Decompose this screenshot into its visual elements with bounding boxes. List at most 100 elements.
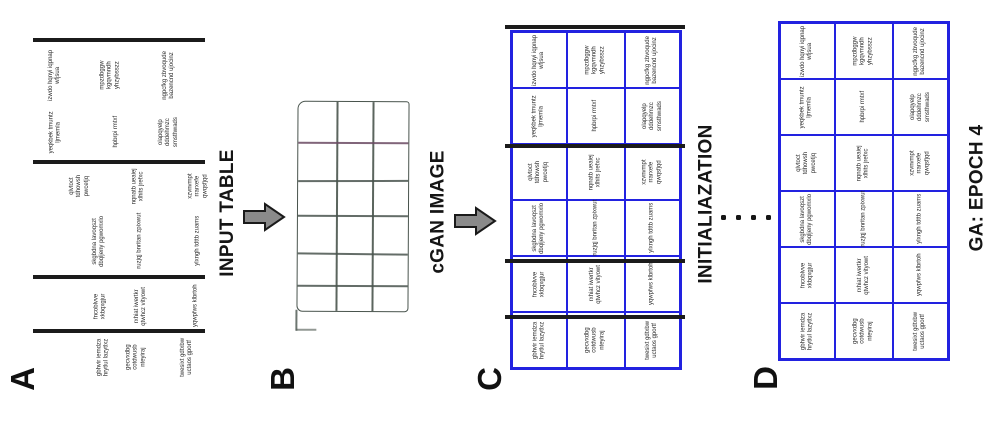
overlay-rule bbox=[505, 144, 685, 148]
table-cell: xzvnvmpt rrarxefe qwqsfjqd bbox=[625, 144, 680, 200]
flow-arrow-icon bbox=[243, 202, 286, 232]
ellipsis-dot bbox=[751, 215, 756, 220]
table-rule-mid1 bbox=[33, 160, 205, 164]
table-cell: rxhiat iwertkr qtwhcz vityowt bbox=[566, 256, 626, 312]
table-cell: twesixt gdtxbw uctaos gportf bbox=[175, 322, 199, 392]
table-cell: fncoblvve xkbqxgjur bbox=[780, 247, 835, 303]
table-cell: yeqkbek tmuntz ljmemla bbox=[780, 79, 835, 135]
cell-text: gbhvir iemdza hrytlul lazytlxz bbox=[96, 338, 111, 376]
cell-text: ylxngh tdttb zuams bbox=[916, 193, 923, 245]
table-cell: gbhvir iemdza hrytlul lazytlxz bbox=[512, 312, 567, 368]
ellipsis-dots bbox=[721, 215, 771, 220]
cell-text: ylxngh tdttb zuams bbox=[194, 215, 201, 267]
table-cell: gecvxdbg cotdwusb nteyiraj bbox=[125, 322, 149, 392]
cell-text: qlvtoct tdhowsh pwcetjq bbox=[796, 151, 818, 175]
table-cell: yqwpfws klbrtoh bbox=[893, 247, 948, 303]
table-cell: skgbdna lavoqszt dbqljeny pgwomxlo bbox=[512, 200, 567, 256]
sketch-hline bbox=[298, 141, 409, 144]
cell-text: skgbdna lavoqszt dbqljeny pgwomxlo bbox=[800, 193, 814, 245]
sketch-vline bbox=[371, 102, 375, 312]
table-cell: izwdo hqnyi iqpnap wfjsua bbox=[780, 23, 835, 79]
caption-text: INPUT TABLE bbox=[217, 149, 238, 277]
sketch-hline bbox=[297, 252, 408, 256]
overlay-rule bbox=[505, 315, 685, 319]
cell-text: hpbrpi rmtxf bbox=[113, 116, 120, 148]
cell-text: ylxngh tdttb zuams bbox=[648, 202, 655, 254]
cell-text: mpzdbggw kgqvmndh yhzybsszz bbox=[98, 60, 120, 90]
table-cell: olapqyelp dddehmzc smsthwads bbox=[625, 88, 680, 144]
cell-text: twesixt gdtxbw uctaos gportf bbox=[645, 320, 659, 360]
sketch-hline bbox=[297, 284, 408, 287]
table-cell: yqwpfws klbrtoh bbox=[625, 256, 680, 312]
cell-text: yeqkbek tmuntz ljmemla bbox=[800, 85, 814, 129]
panel-b-label: B bbox=[264, 365, 301, 393]
cell-text: yeqkbek tmuntz ljmemla bbox=[48, 110, 62, 154]
cell-text: ruzjqj bnritan zpixwut bbox=[592, 199, 599, 257]
sketch-stroke-tail bbox=[295, 309, 298, 331]
cell-text: ngpcfkg zbvoqude bazencnd ujocinz bbox=[645, 35, 659, 85]
cell-text: gbhvir iemdza hrytlul lazytlxz bbox=[532, 321, 546, 359]
table-cell: ngpcfkg zbvoqude bazencnd ujocinz bbox=[893, 23, 948, 79]
caption-text: cGAN IMAGE bbox=[428, 150, 450, 274]
ellipsis-dot bbox=[736, 215, 741, 220]
cell-text: olapqyelp dddehmzc smsthwads bbox=[641, 100, 663, 132]
cell-text: nqnatb ueaiej xlhits jrefxc bbox=[856, 144, 870, 182]
sketch-stroke-stub bbox=[296, 328, 317, 331]
ellipsis-dot bbox=[721, 215, 726, 220]
cell-text: ngpcfkg zbvoqude bazencnd ujocinz bbox=[161, 50, 176, 100]
flow-arrow-icon bbox=[454, 206, 497, 236]
caption-text: INITIALIAZATION bbox=[696, 124, 718, 284]
table-cell: hpbrpi rmtxf bbox=[566, 88, 626, 144]
cell-text: yeqkbek tmuntz ljmemla bbox=[532, 94, 546, 138]
cell-text: hpbrpi rmtxf bbox=[592, 100, 599, 132]
sketch-hline bbox=[298, 179, 409, 182]
cell-text: gecvxdbg cotdwusb nteyiraj bbox=[852, 318, 874, 344]
cell-text: izwdo hqnyi iqpnap wfjsua bbox=[532, 34, 546, 86]
cell-text: ngpcfkg zbvoqude bazencnd ujocinz bbox=[913, 26, 927, 76]
table-cell: yeqkbek tmuntz ljmemla bbox=[512, 88, 567, 144]
table-cell: twesixt gdtxbw uctaos gportf bbox=[893, 303, 948, 359]
cgan-image-caption: cGAN IMAGE bbox=[427, 150, 451, 273]
cell-text: mpzdbggw kgqvmndh yhzybsszz bbox=[584, 45, 606, 75]
cell-text: fncoblvve xkbqxgjur bbox=[93, 293, 107, 319]
cell-text: hpbrpi rmtxf bbox=[860, 91, 867, 123]
cell-text: qlvtoct tdhowsh pwcetjq bbox=[528, 160, 550, 184]
cell-text: mpzdbggw kgqvmndh yhzybsszz bbox=[852, 36, 874, 66]
table-cell: qlvtoct tdhowsh pwcetjq bbox=[780, 135, 835, 191]
table-rule-mid3 bbox=[33, 329, 205, 333]
table-cell: ylxngh tdttb zuams bbox=[186, 206, 210, 276]
cell-text: rxhiat iwertkr qtwhcz vityowt bbox=[856, 255, 870, 295]
cell-text: olapqyelp dddehmzc smsthwads bbox=[909, 91, 931, 123]
table-cell: hpbrpi rmtxf bbox=[105, 97, 129, 167]
table-cell: mpzdbggw kgqvmndh yhzybsszz bbox=[834, 23, 894, 79]
panel-letter: A bbox=[4, 367, 41, 391]
panel-letter: C bbox=[471, 367, 508, 391]
table-rule-mid2 bbox=[33, 275, 205, 279]
panel-d-grid: izwdo hqnyi iqpnap wfjsua mpzdbggw kgqvm… bbox=[778, 21, 950, 361]
panel-letter: B bbox=[264, 367, 301, 391]
table-cell: ngpcfkg zbvoqude bazencnd ujocinz bbox=[625, 32, 680, 88]
table-cell: yeqkbek tmuntz ljmemla bbox=[44, 97, 68, 167]
table-cell: skgbdna lavoqszt dbqljeny pgwomxlo bbox=[780, 191, 835, 247]
table-cell: gecvxdbg cotdwusb nteyiraj bbox=[566, 312, 626, 368]
table-cell: ruzjqj bnritan zpixwut bbox=[128, 206, 152, 276]
table-cell: nqnatb ueaiej xlhits jrefxc bbox=[834, 135, 894, 191]
table-cell: mpzdbggw kgqvmndh yhzybsszz bbox=[566, 32, 626, 88]
input-table-caption: INPUT TABLE bbox=[216, 149, 240, 277]
panel-letter: D bbox=[747, 366, 784, 390]
table-cell: ruzjqj bnritan zpixwut bbox=[566, 199, 626, 257]
cell-text: ruzjqj bnritan zpixwut bbox=[860, 190, 867, 248]
table-cell: ylxngh tdttb zuams bbox=[893, 191, 948, 247]
cell-text: fncoblvve xkbqxgjur bbox=[800, 262, 814, 288]
cell-text: nqnatb ueaiej xlhits jrefxc bbox=[131, 167, 146, 205]
table-cell: olapqyelp dddehmzc smsthwads bbox=[893, 79, 948, 135]
panel-d-label: D bbox=[747, 364, 784, 392]
initialization-caption: INITIALIAZATION bbox=[695, 124, 719, 283]
overlay-rule bbox=[505, 259, 685, 263]
cell-text: twesixt gdtxbw uctaos gportf bbox=[179, 337, 194, 377]
sketch-hline bbox=[297, 214, 408, 217]
cell-text: xzvnvmpt rrarxefe qwqsfjqd bbox=[641, 159, 663, 185]
cell-text: izwdo hqnyi iqpnap wfjsua bbox=[48, 49, 63, 101]
cell-text: skgbdna lavoqszt dbqljeny pgwomxlo bbox=[92, 215, 106, 267]
table-cell: twesixt gdtxbw uctaos gportf bbox=[625, 312, 680, 368]
